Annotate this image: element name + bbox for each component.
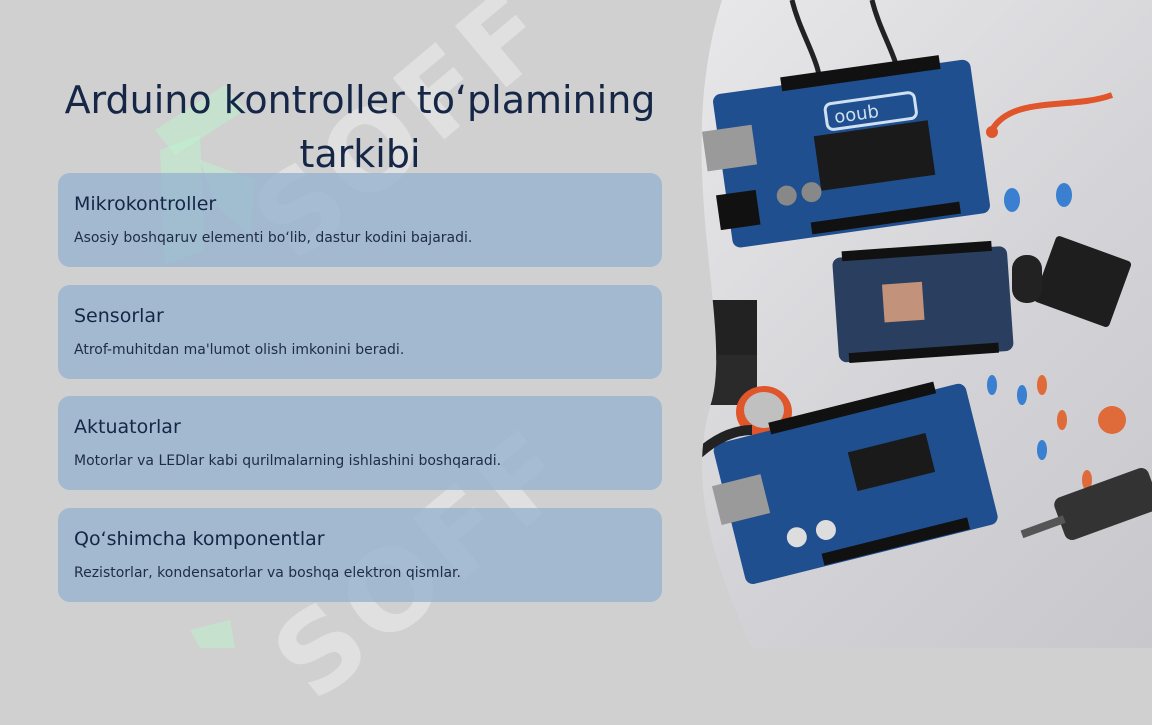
- title-line-1: Arduino kontroller to‘plamining: [64, 78, 656, 123]
- card-title: Sensorlar: [74, 305, 164, 327]
- card-description: Rezistorlar, kondensatorlar va boshqa el…: [74, 565, 461, 581]
- card-qoshimcha-komponentlar: Qo‘shimcha komponentlar Rezistorlar, kon…: [58, 508, 662, 602]
- arduino-components-photo: ooub: [692, 0, 1152, 648]
- card-title: Qo‘shimcha komponentlar: [74, 528, 325, 550]
- card-title: Mikrokontroller: [74, 193, 217, 215]
- card-description: Asosiy boshqaruv elementi bo‘lib, dastur…: [74, 230, 473, 246]
- card-description: Motorlar va LEDlar kabi qurilmalarning i…: [74, 453, 502, 469]
- card-mikrokontroller: Mikrokontroller Asosiy boshqaruv element…: [58, 173, 662, 267]
- arduino-components-icon: ooub: [692, 0, 1152, 648]
- card-sensorlar: Sensorlar Atrof-muhitdan ma'lumot olish …: [58, 285, 662, 379]
- title-line-2: tarkibi: [299, 132, 421, 177]
- page-title: Arduino kontroller to‘plamining tarkibi: [40, 73, 680, 181]
- card-aktuatorlar: Aktuatorlar Motorlar va LEDlar kabi quri…: [58, 396, 662, 490]
- card-description: Atrof-muhitdan ma'lumot olish imkonini b…: [74, 342, 405, 358]
- slide: SOFF SOFF Arduino kontroller to‘plaminin…: [40, 0, 1152, 725]
- card-title: Aktuatorlar: [74, 416, 181, 438]
